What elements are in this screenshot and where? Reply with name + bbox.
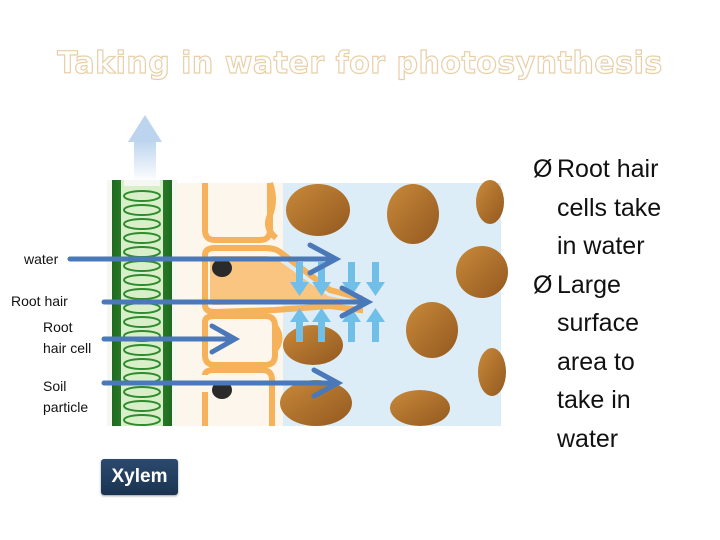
bullet-line: in water bbox=[557, 232, 645, 260]
water-uptake-arrows bbox=[290, 262, 385, 342]
label-soil-particle-line1: Soil bbox=[43, 378, 67, 394]
bullet-line: cells take bbox=[557, 193, 662, 222]
soil-particles bbox=[280, 180, 508, 426]
label-root-hair-cell-line2: hair cell bbox=[43, 340, 92, 356]
arrow-root-hair-head bbox=[339, 285, 374, 319]
bullet-line: water bbox=[557, 424, 619, 453]
arrow-root-hair-cell-head bbox=[209, 323, 241, 355]
arrow-bullet-icon: Ø bbox=[533, 270, 553, 299]
label-soil-particle-line2: particle bbox=[43, 399, 89, 415]
label-root-hair: Root hair bbox=[11, 293, 68, 309]
bullet-line: Root hair bbox=[557, 155, 659, 183]
root-cells bbox=[202, 182, 363, 426]
arrow-bullet-icon: Ø bbox=[533, 155, 553, 183]
bullet-line: Large bbox=[557, 270, 621, 299]
label-root-hair-cell-line1: Root bbox=[43, 319, 73, 335]
arrow-soil-particle-head bbox=[311, 367, 344, 399]
arrow-water-head bbox=[307, 242, 342, 276]
bullet-item: Ø Large surface area to take in water bbox=[533, 266, 718, 459]
label-arrows bbox=[67, 242, 374, 399]
root-hair-cell bbox=[210, 256, 352, 399]
bullet-item: Ø Root hair cells take in water bbox=[533, 150, 718, 266]
xylem-label: Xylem bbox=[101, 459, 178, 495]
water-up-arrow bbox=[128, 115, 162, 182]
bullet-line: area to bbox=[557, 347, 635, 376]
label-water: water bbox=[24, 251, 59, 267]
nucleus-icon bbox=[212, 259, 232, 277]
bullet-list: Ø Root hair cells take in water Ø Large … bbox=[533, 150, 718, 458]
bullet-line: take in bbox=[557, 386, 631, 414]
bullet-line: surface bbox=[557, 309, 639, 337]
page-title: Taking in water for photosynthesis bbox=[57, 45, 663, 81]
